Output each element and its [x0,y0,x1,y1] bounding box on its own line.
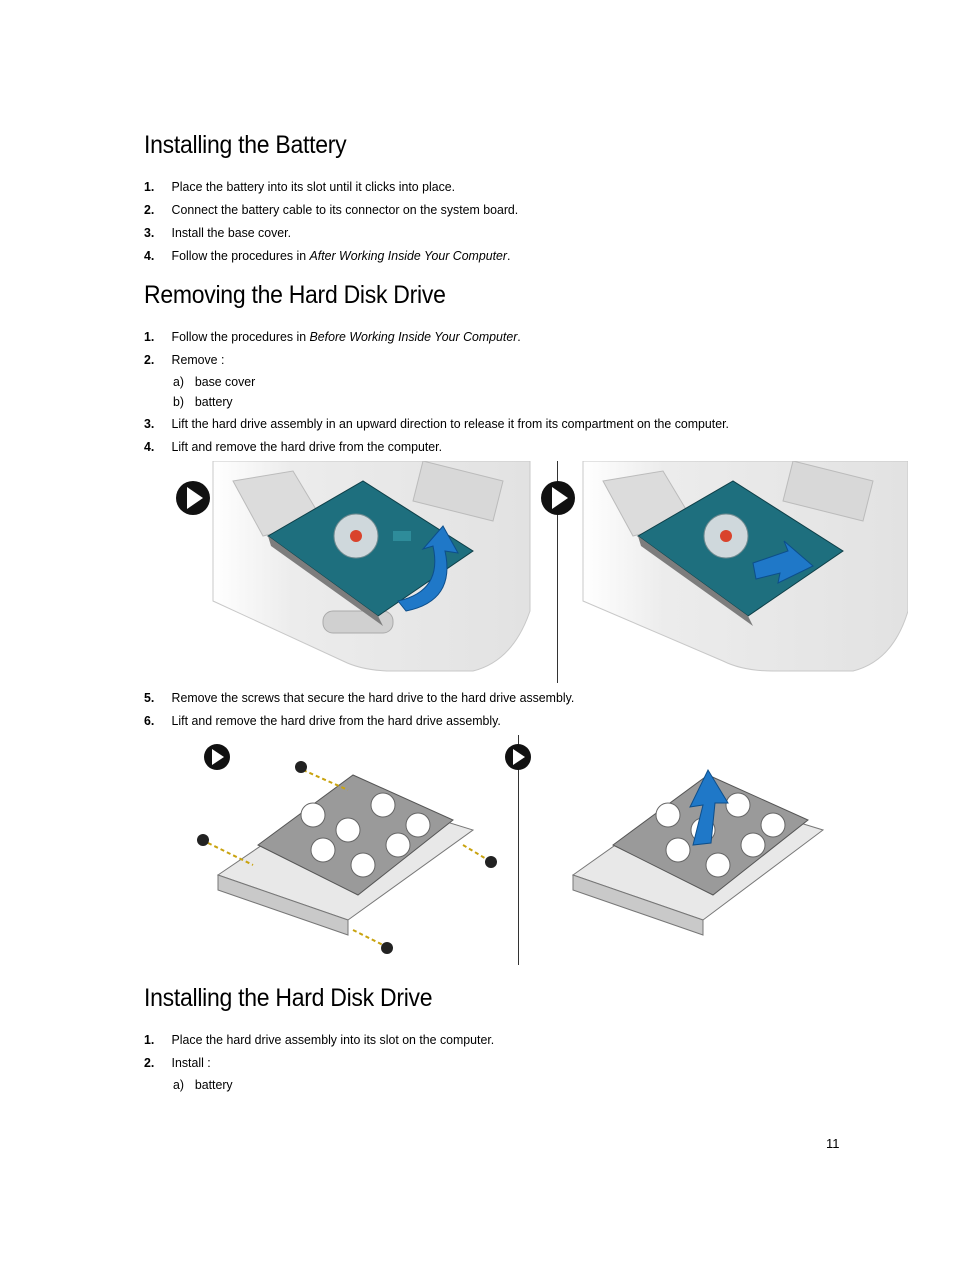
arrow-right-icon [752,540,814,584]
figure-divider [557,461,558,683]
figure-divider [518,735,519,965]
page-number: 11 [826,1136,840,1151]
substep-a: a)battery [173,1077,233,1092]
play-step-icon [204,744,230,770]
link-before-working[interactable]: Before Working Inside Your Computer [309,329,518,344]
heading-installing-battery: Installing the Battery [144,131,347,159]
substep-a: a)base cover [173,374,256,389]
step-1: 1.Follow the procedures in Before Workin… [144,329,521,344]
step-1: 1.Place the hard drive assembly into its… [144,1032,495,1047]
play-step-icon [505,744,531,770]
figure-remove-hdd-from-computer [176,461,908,683]
step-1: 1.Place the battery into its slot until … [144,179,456,194]
heading-removing-hdd: Removing the Hard Disk Drive [144,281,446,309]
step-3: 3.Lift the hard drive assembly in an upw… [144,416,729,431]
hard-drive-right [637,480,844,626]
step-5: 5.Remove the screws that secure the hard… [144,690,575,705]
step-4: 4.Lift and remove the hard drive from th… [144,439,443,454]
step-4: 4.Follow the procedures in After Working… [144,248,511,263]
screw-icon [197,834,254,866]
substep-b: b)battery [173,394,233,409]
step-2: 2.Remove : [144,352,225,367]
heading-installing-hdd: Installing the Hard Disk Drive [144,984,433,1012]
figure-remove-screws-and-drive [197,735,825,965]
play-step-icon [176,481,210,515]
play-step-icon [541,481,575,515]
screw-icon [352,929,393,954]
arrow-up-icon [689,768,729,846]
screw-icon [462,844,497,868]
step-2: 2.Connect the battery cable to its conne… [144,202,519,217]
step-2: 2.Install : [144,1055,211,1070]
link-after-working[interactable]: After Working Inside Your Computer [309,248,508,263]
hard-drive-left [267,480,474,626]
step-6: 6.Lift and remove the hard drive from th… [144,713,501,728]
screw-icon [295,761,349,791]
arrow-up-curved-icon [397,525,459,612]
step-3: 3.Install the base cover. [144,225,292,240]
hdd-assembly-left [216,774,475,936]
